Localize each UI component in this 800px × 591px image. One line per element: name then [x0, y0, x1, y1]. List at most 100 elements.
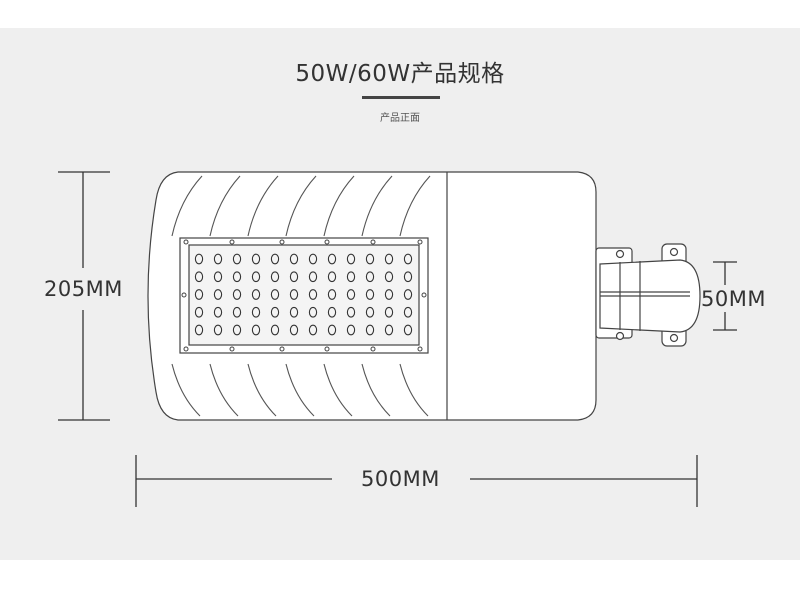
led-chip — [289, 271, 299, 283]
led-chip — [308, 324, 318, 336]
frame-screw — [183, 346, 189, 352]
led-array — [194, 253, 413, 336]
led-chip — [346, 306, 356, 318]
led-chip — [365, 271, 375, 283]
led-chip — [308, 306, 318, 318]
led-chip — [251, 289, 261, 300]
mounting-arm — [595, 243, 701, 347]
fin-top-5 — [323, 175, 355, 237]
frame-screw — [279, 239, 285, 245]
led-chip — [365, 324, 375, 336]
fin-bottom-4 — [285, 363, 315, 417]
frame-screw — [417, 346, 423, 352]
fin-top-6 — [361, 175, 393, 237]
led-chip — [308, 271, 318, 283]
led-chip — [346, 253, 356, 265]
led-chip — [194, 253, 204, 265]
led-chip — [251, 324, 261, 336]
led-chip — [213, 253, 223, 265]
page-subtitle: 产品正面 — [380, 113, 420, 124]
led-chip — [365, 289, 375, 300]
frame-screw — [229, 239, 235, 245]
led-chip — [270, 289, 280, 300]
dimension-lines — [58, 171, 737, 507]
led-chip — [346, 271, 356, 283]
led-chip — [213, 324, 223, 336]
led-chip — [327, 324, 337, 336]
led-chip — [270, 271, 280, 283]
led-chip — [327, 289, 337, 300]
led-chip — [384, 324, 394, 336]
frame-screw — [183, 239, 189, 245]
led-chip — [194, 306, 204, 318]
led-chip — [194, 271, 204, 283]
led-chip — [232, 324, 242, 336]
frame-screw — [229, 346, 235, 352]
led-chip — [251, 271, 261, 283]
fin-top-2 — [209, 175, 241, 237]
led-chip — [232, 271, 242, 283]
fin-top-3 — [247, 175, 279, 237]
led-chip — [308, 289, 318, 300]
fin-bottom-1 — [171, 363, 201, 417]
led-chip — [270, 324, 280, 336]
arm-bolt-2 — [615, 331, 625, 341]
page-title: 50W/60W产品规格 — [295, 61, 505, 87]
arm-bolt-3 — [669, 247, 679, 257]
led-chip — [289, 324, 299, 336]
led-chip — [403, 306, 413, 318]
led-chip — [232, 289, 242, 300]
led-chip — [384, 271, 394, 283]
frame-screw — [279, 346, 285, 352]
led-chip — [270, 253, 280, 265]
led-board — [188, 244, 420, 346]
led-chip — [232, 253, 242, 265]
led-chip — [403, 271, 413, 283]
led-chip — [403, 253, 413, 265]
frame-screws — [181, 239, 427, 352]
led-chip — [365, 306, 375, 318]
led-chip — [289, 289, 299, 300]
led-chip — [327, 271, 337, 283]
fin-bottom-3 — [247, 363, 277, 417]
led-chip — [213, 289, 223, 300]
frame-screw — [324, 239, 330, 245]
frame-screw — [370, 239, 376, 245]
led-chip — [251, 253, 261, 265]
led-chip — [327, 253, 337, 265]
led-chip — [289, 306, 299, 318]
arm-bolt-4 — [669, 333, 679, 343]
fin-bottom-5 — [323, 363, 353, 417]
frame-screw — [181, 292, 187, 298]
led-chip — [346, 289, 356, 300]
led-chip — [403, 289, 413, 300]
fin-top-4 — [285, 175, 317, 237]
frame-screw — [417, 239, 423, 245]
arm-dimension-label: 50MM — [701, 287, 766, 311]
led-chip — [327, 306, 337, 318]
led-chip — [384, 306, 394, 318]
title-underline — [362, 96, 440, 99]
led-chip — [403, 324, 413, 336]
heat-sink-fins — [171, 175, 431, 417]
led-chip — [384, 289, 394, 300]
led-chip — [346, 324, 356, 336]
led-chip — [194, 324, 204, 336]
arm-bolt-1 — [615, 249, 625, 259]
led-chip — [213, 306, 223, 318]
led-chip — [365, 253, 375, 265]
led-chip — [194, 289, 204, 300]
led-chip — [289, 253, 299, 265]
led-chip — [308, 253, 318, 265]
led-chip — [270, 306, 280, 318]
width-dimension-label: 500MM — [361, 467, 440, 491]
frame-screw — [370, 346, 376, 352]
led-chip — [232, 306, 242, 318]
fin-bottom-7 — [399, 363, 429, 417]
frame-screw — [324, 346, 330, 352]
height-dimension-label: 205MM — [44, 277, 123, 301]
led-chip — [251, 306, 261, 318]
led-chip — [213, 271, 223, 283]
fin-top-7 — [399, 175, 431, 237]
